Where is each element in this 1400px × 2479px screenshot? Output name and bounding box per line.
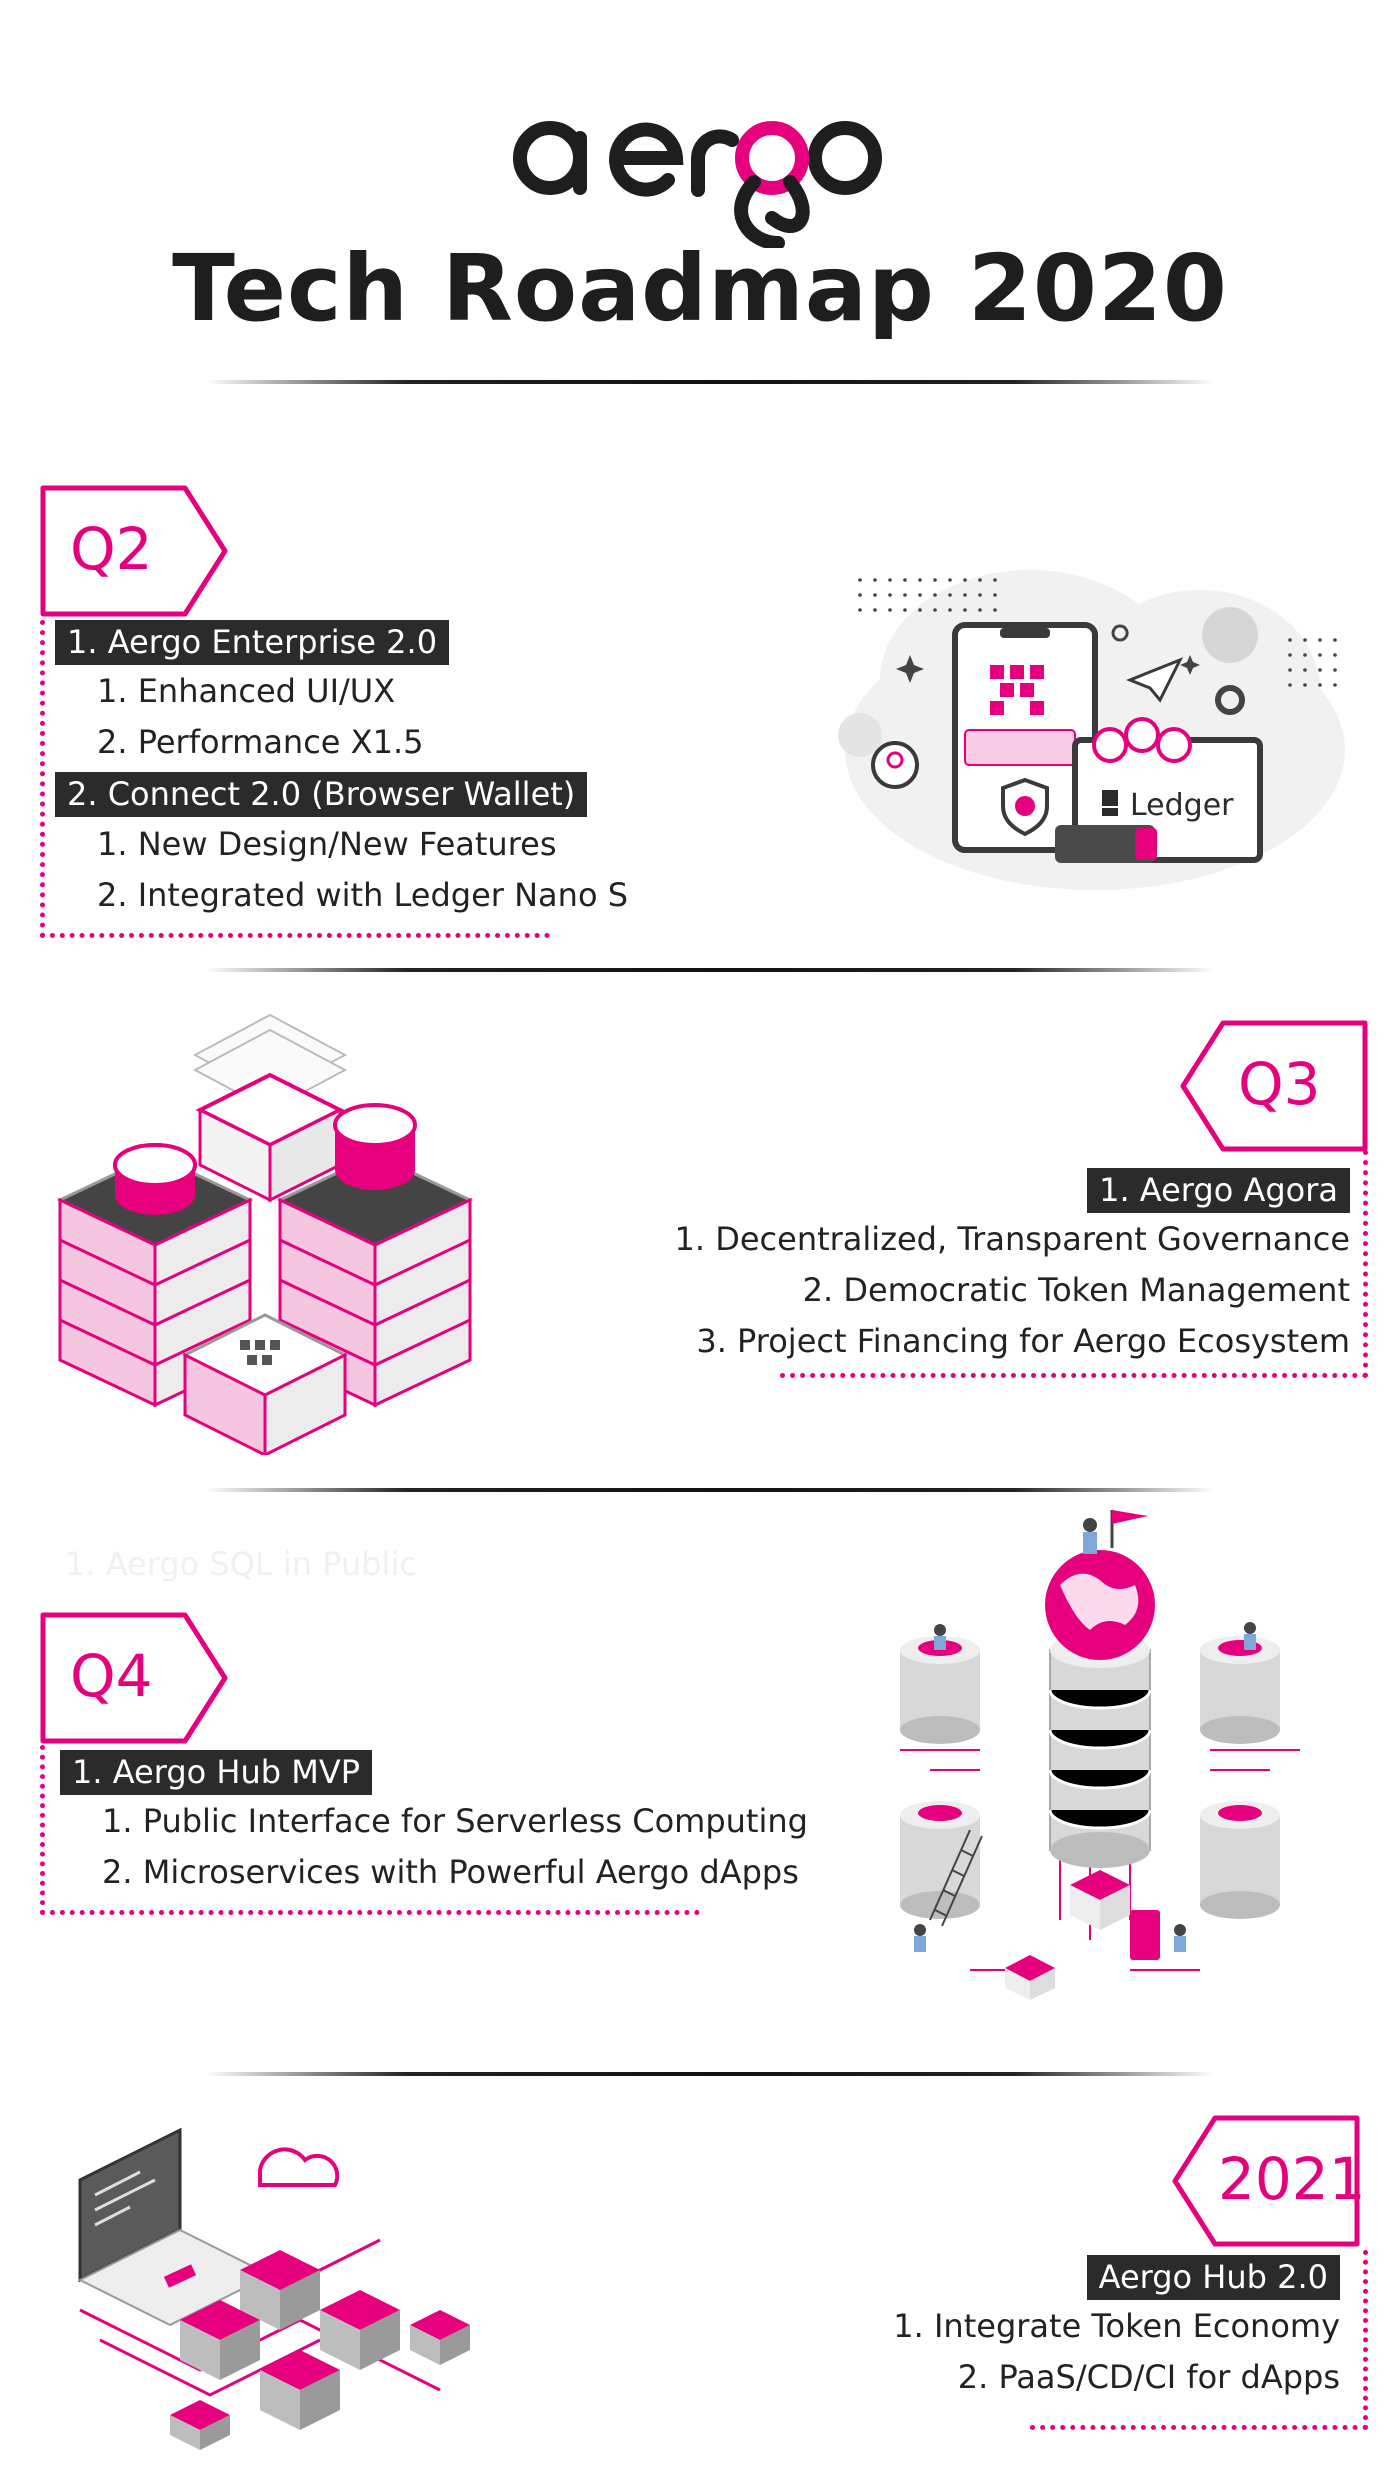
divider	[205, 968, 1215, 972]
hub-globe-illustration	[900, 1510, 1300, 2000]
wallet-ledger-illustration: Ledger	[838, 570, 1345, 890]
divider	[205, 380, 1215, 384]
year-2021-tag	[1172, 2115, 1360, 2247]
q2-tag	[40, 485, 228, 617]
q4-item: 1. Public Interface for Serverless Compu…	[102, 1802, 808, 1840]
q2-tag-label: Q2	[70, 515, 153, 583]
q2-list: 1. Aergo Enterprise 2.0 1. Enhanced UI/U…	[55, 620, 695, 920]
q4-list: 1. Aergo Hub MVP 1. Public Interface for…	[60, 1750, 860, 1900]
q4-frame	[40, 1745, 700, 1915]
year-2021-list: Aergo Hub 2.0 1. Integrate Token Economy…	[780, 2255, 1340, 2405]
q3-frame	[780, 1150, 1368, 1378]
year-2021-frame	[1030, 2250, 1368, 2430]
year-2021-tag-label: 2021	[1218, 2145, 1366, 2213]
q2-item: 2. Integrated with Ledger Nano S	[97, 876, 628, 914]
year-2021-group-title: Aergo Hub 2.0	[1086, 2255, 1340, 2300]
q4-item: 2. Microservices with Powerful Aergo dAp…	[102, 1853, 799, 1891]
year-2021-item: 1. Integrate Token Economy	[893, 2307, 1340, 2345]
q2-frame	[40, 620, 550, 938]
q4-tag-label: Q4	[70, 1642, 153, 1710]
q3-item: 2. Democratic Token Management	[802, 1271, 1350, 1309]
servers-illustration	[56, 1013, 474, 1455]
q3-item: 3. Project Financing for Aergo Ecosystem	[696, 1322, 1350, 1360]
q2-item: 2. Performance X1.5	[97, 723, 424, 761]
q2-group-title: 1. Aergo Enterprise 2.0	[55, 620, 450, 665]
q3-group-title: 1. Aergo Agora	[1087, 1168, 1350, 1213]
laptop-cubes-illustration	[77, 2127, 470, 2450]
q2-item: 1. New Design/New Features	[97, 825, 557, 863]
divider	[205, 2072, 1215, 2076]
q3-tag-label: Q3	[1238, 1050, 1321, 1118]
divider	[205, 1488, 1215, 1492]
q2-group-title: 2. Connect 2.0 (Browser Wallet)	[55, 772, 588, 817]
aergo-logo	[513, 121, 882, 248]
q2-item: 1. Enhanced UI/UX	[97, 672, 396, 710]
q4-tag	[40, 1612, 228, 1744]
year-2021-item: 2. PaaS/CD/CI for dApps	[957, 2358, 1340, 2396]
page-title: Tech Roadmap 2020	[172, 235, 1228, 342]
q3-list: 1. Aergo Agora 1. Decentralized, Transpa…	[650, 1168, 1350, 1368]
faded-text: 1. Aergo SQL in Public	[65, 1545, 417, 1583]
q3-tag	[1180, 1020, 1368, 1152]
q3-item: 1. Decentralized, Transparent Governance	[674, 1220, 1351, 1258]
q4-group-title: 1. Aergo Hub MVP	[60, 1750, 372, 1795]
ledger-label: Ledger	[1130, 788, 1234, 823]
